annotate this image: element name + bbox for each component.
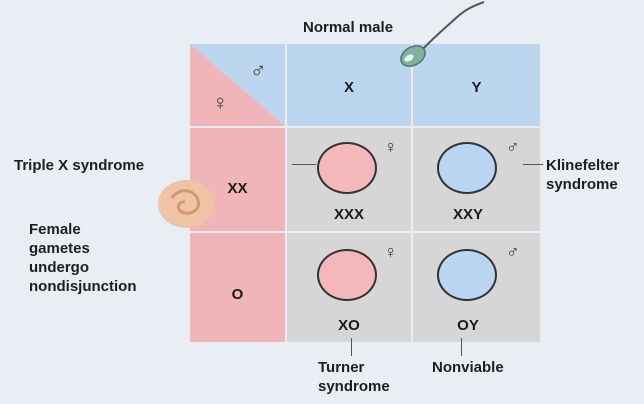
triple-x-leader (292, 164, 316, 165)
genotype-label: XXX (333, 206, 364, 223)
klinefelter-line1: Klinefelter (546, 157, 620, 174)
cell-oy: ♂ OY (413, 233, 540, 342)
column-header-x: X (287, 44, 411, 126)
genotype-label: XXY (452, 206, 483, 223)
male-symbol-icon: ♂ (250, 58, 267, 83)
turner-line1: Turner (318, 359, 365, 376)
female-symbol-icon: ♀ (212, 90, 229, 115)
female-symbol-icon: ♀ (384, 242, 398, 262)
punnett-square: ♂ ♀ X Y XX O ♀ XXX ♂ XXY ♀ XO ♂ OY (190, 44, 540, 342)
klinefelter-leader (523, 164, 543, 165)
genotype-label: XO (338, 317, 360, 334)
klinefelter-label: Klinefelter syndrome (546, 156, 619, 194)
nonviable-leader (461, 338, 462, 356)
offspring-circle (437, 142, 497, 194)
cell-xxy: ♂ XXY (413, 128, 540, 231)
male-symbol-icon: ♂ (506, 242, 520, 262)
offspring-circle (317, 142, 377, 194)
female-gametes-label: Female gametes undergo nondisjunction (29, 221, 137, 295)
egg-icon (158, 180, 214, 228)
triple-x-label: Triple X syndrome (14, 157, 145, 174)
offspring-circle (437, 249, 497, 301)
nonviable-label: Nonviable (432, 359, 504, 376)
offspring-circle (317, 249, 377, 301)
genotype-label: OY (457, 317, 479, 334)
female-symbol-icon: ♀ (384, 137, 398, 157)
male-symbol-icon: ♂ (506, 137, 520, 157)
turner-line2: syndrome (318, 378, 390, 395)
sperm-icon (400, 1, 485, 67)
row-header-o: O (190, 233, 285, 342)
column-header-y: Y (413, 44, 540, 126)
corner-cell: ♂ ♀ (190, 44, 285, 126)
cell-xxx: ♀ XXX (287, 128, 411, 231)
corner-diagonal (190, 44, 285, 126)
cell-xo: ♀ XO (287, 233, 411, 342)
klinefelter-line2: syndrome (546, 176, 618, 193)
turner-label: Turner syndrome (318, 358, 390, 396)
turner-leader (351, 338, 352, 356)
normal-male-label: Normal male (303, 19, 394, 36)
